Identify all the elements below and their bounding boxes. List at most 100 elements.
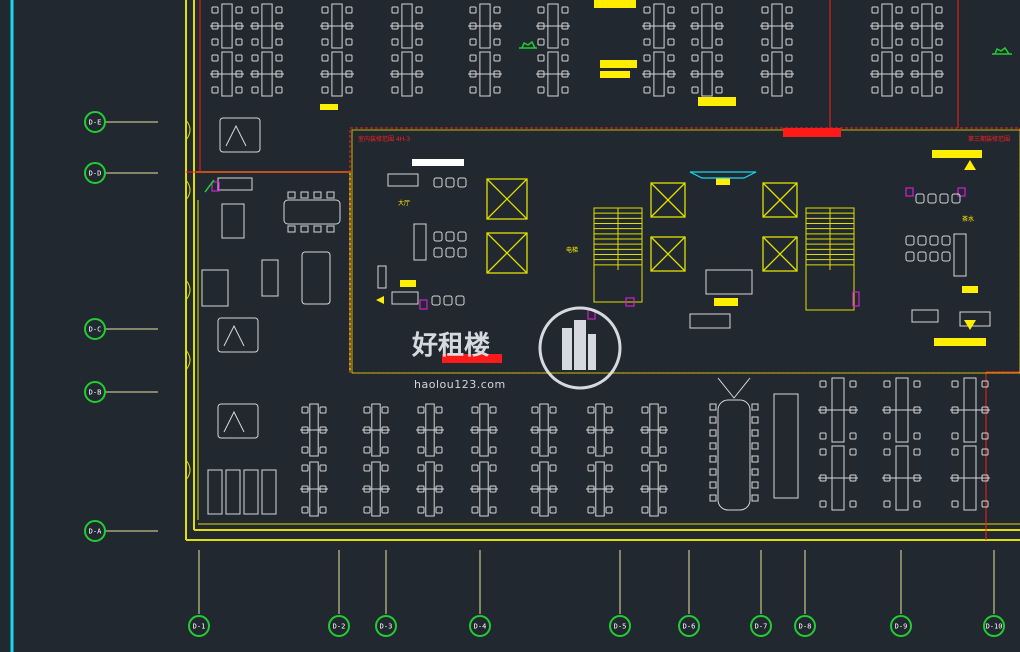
workstation-cluster [210,51,244,97]
column-axis-d-3: D-3 [375,550,397,637]
central-seating-groups [377,173,991,329]
seating-row [433,231,467,258]
workstation-cluster [690,51,724,97]
warning-triangles [376,160,976,330]
column-axis-label: D-9 [895,623,908,631]
building-outline [185,0,1020,541]
pantry-label: 茶水 [962,215,974,223]
workstation-cluster [362,461,390,517]
top-workstation-clusters [210,3,944,97]
column-axis-label: D-7 [755,623,768,631]
workstation-cluster [362,403,390,457]
column-axis-d-5: D-5 [609,550,631,637]
conference-table [709,377,799,511]
workstation-cluster [950,445,990,511]
row-grid-axes: D-E D-D D-C D-B D-A [84,111,158,542]
column-axis-d-10: D-10 [983,550,1005,637]
workstation-cluster [870,3,904,49]
lift-label: 电梯 [566,246,578,254]
column-axis-d-2: D-2 [328,550,350,637]
column-axis-label: D-10 [986,623,1003,631]
workstation-cluster [530,403,558,457]
column-axis-label: D-5 [614,623,627,631]
row-axis-d-a: D-A [84,520,158,542]
workstation-cluster [300,461,328,517]
workstation-cluster [390,3,424,49]
column-axis-d-4: D-4 [469,550,491,637]
lift-lobby-boxes [486,178,798,274]
column-axis-d-8: D-8 [794,550,816,637]
workstation-cluster [950,377,990,443]
row-axis-label: D-D [89,170,102,178]
site-watermark: 好租楼 haolou123.com [411,306,622,391]
workstation-cluster [250,51,284,97]
central-zone-contents: 室内装修范围 4H-3 第三期装修范围 大厅 茶水 电梯 [211,0,1010,363]
column-axis-label: D-4 [474,623,487,631]
row-axis-d-c: D-C [84,318,158,340]
cyan-reception-counter [689,171,757,179]
white-bar [412,159,464,166]
workstation-cluster [536,3,570,49]
workstation-cluster [416,461,444,517]
seating-row [433,177,467,188]
workstation-cluster [320,3,354,49]
row-axis-d-d: D-D [84,162,158,184]
lounge-seat-group [217,403,259,439]
workstation-cluster [250,3,284,49]
workstation-cluster [818,445,858,511]
bottom-workstation-clusters [300,377,990,517]
workstation-cluster [882,445,922,511]
row-axis-d-b: D-B [84,381,158,403]
boundary-red-lines [186,0,1020,540]
meeting-table-left [283,191,341,233]
red-marker-bar-top [783,128,841,137]
workstation-cluster [640,403,668,457]
workstation-cluster [640,461,668,517]
column-axis-label: D-6 [683,623,696,631]
workstation-cluster [320,51,354,97]
lounge-seat-group [217,317,259,353]
row-axis-label: D-A [89,528,102,536]
workstation-cluster [760,51,794,97]
workstation-cluster [210,3,244,49]
row-axis-d-e: D-E [84,111,158,133]
workstation-cluster [870,51,904,97]
workstation-cluster [470,403,498,457]
red-marker-bar-bottom [442,354,502,363]
column-axis-label: D-8 [799,623,812,631]
workstation-cluster [536,51,570,97]
column-axis-label: D-2 [333,623,346,631]
seating-row [905,235,951,262]
left-wing-furniture [201,117,341,515]
workstation-cluster [468,51,502,97]
watermark-url: haolou123.com [414,378,506,391]
workstation-cluster [586,403,614,457]
lobby-label: 大厅 [398,199,410,207]
column-axis-d-1: D-1 [188,550,210,637]
workstation-cluster [416,403,444,457]
seating-row [915,193,961,204]
workstation-cluster [690,3,724,49]
row-axis-label: D-C [89,326,102,334]
column-axis-d-7: D-7 [750,550,772,637]
watermark-ring [538,306,622,390]
seating-row [431,295,465,306]
workstation-cluster [910,3,944,49]
workstation-cluster [818,377,858,443]
workstation-cluster [390,51,424,97]
workstation-cluster [470,461,498,517]
watermark-brand: 好租楼 [411,331,490,361]
central-zone-title: 室内装修范围 4H-3 [358,135,410,143]
column-axis-d-9: D-9 [890,550,912,637]
column-axis-d-6: D-6 [678,550,700,637]
workstation-cluster [760,3,794,49]
column-axis-label: D-1 [193,623,206,631]
workstation-cluster [642,51,676,97]
right-zone-title: 第三期装修范围 [968,135,1010,143]
row-axis-label: D-E [89,119,102,127]
workstation-cluster [586,461,614,517]
stair-cores [593,207,855,311]
